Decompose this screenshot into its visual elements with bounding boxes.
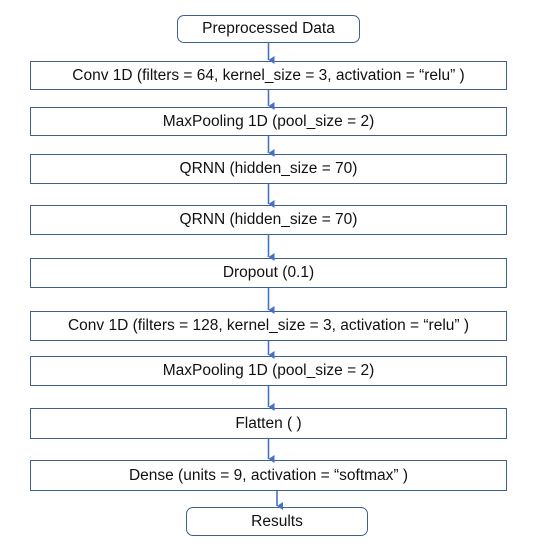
- node-results: Results: [186, 507, 368, 536]
- node-label: Dense (units = 9, activation = “softmax”…: [128, 466, 409, 484]
- node-label: Flatten ( ): [235, 414, 302, 432]
- node-qrnn-1: QRNN (hidden_size = 70): [30, 154, 507, 184]
- node-conv1d-128: Conv 1D (filters = 128, kernel_size = 3,…: [30, 311, 507, 341]
- node-dropout: Dropout (0.1): [30, 258, 507, 288]
- node-maxpooling-2: MaxPooling 1D (pool_size = 2): [30, 356, 507, 386]
- node-flatten: Flatten ( ): [30, 408, 507, 439]
- node-qrnn-2: QRNN (hidden_size = 70): [30, 205, 507, 235]
- node-label: MaxPooling 1D (pool_size = 2): [162, 112, 375, 130]
- node-label: Dropout (0.1): [222, 264, 315, 282]
- node-conv1d-64: Conv 1D (filters = 64, kernel_size = 3, …: [30, 61, 507, 90]
- node-maxpooling-1: MaxPooling 1D (pool_size = 2): [30, 107, 507, 136]
- node-label: QRNN (hidden_size = 70): [179, 211, 358, 229]
- node-preprocessed-data: Preprocessed Data: [177, 15, 360, 43]
- node-label: Conv 1D (filters = 64, kernel_size = 3, …: [72, 66, 465, 84]
- node-label: Conv 1D (filters = 128, kernel_size = 3,…: [67, 317, 470, 335]
- node-label: MaxPooling 1D (pool_size = 2): [162, 362, 375, 380]
- node-dense: Dense (units = 9, activation = “softmax”…: [30, 460, 507, 491]
- node-label: Results: [251, 512, 303, 530]
- node-label: Preprocessed Data: [202, 20, 335, 38]
- node-label: QRNN (hidden_size = 70): [179, 160, 358, 178]
